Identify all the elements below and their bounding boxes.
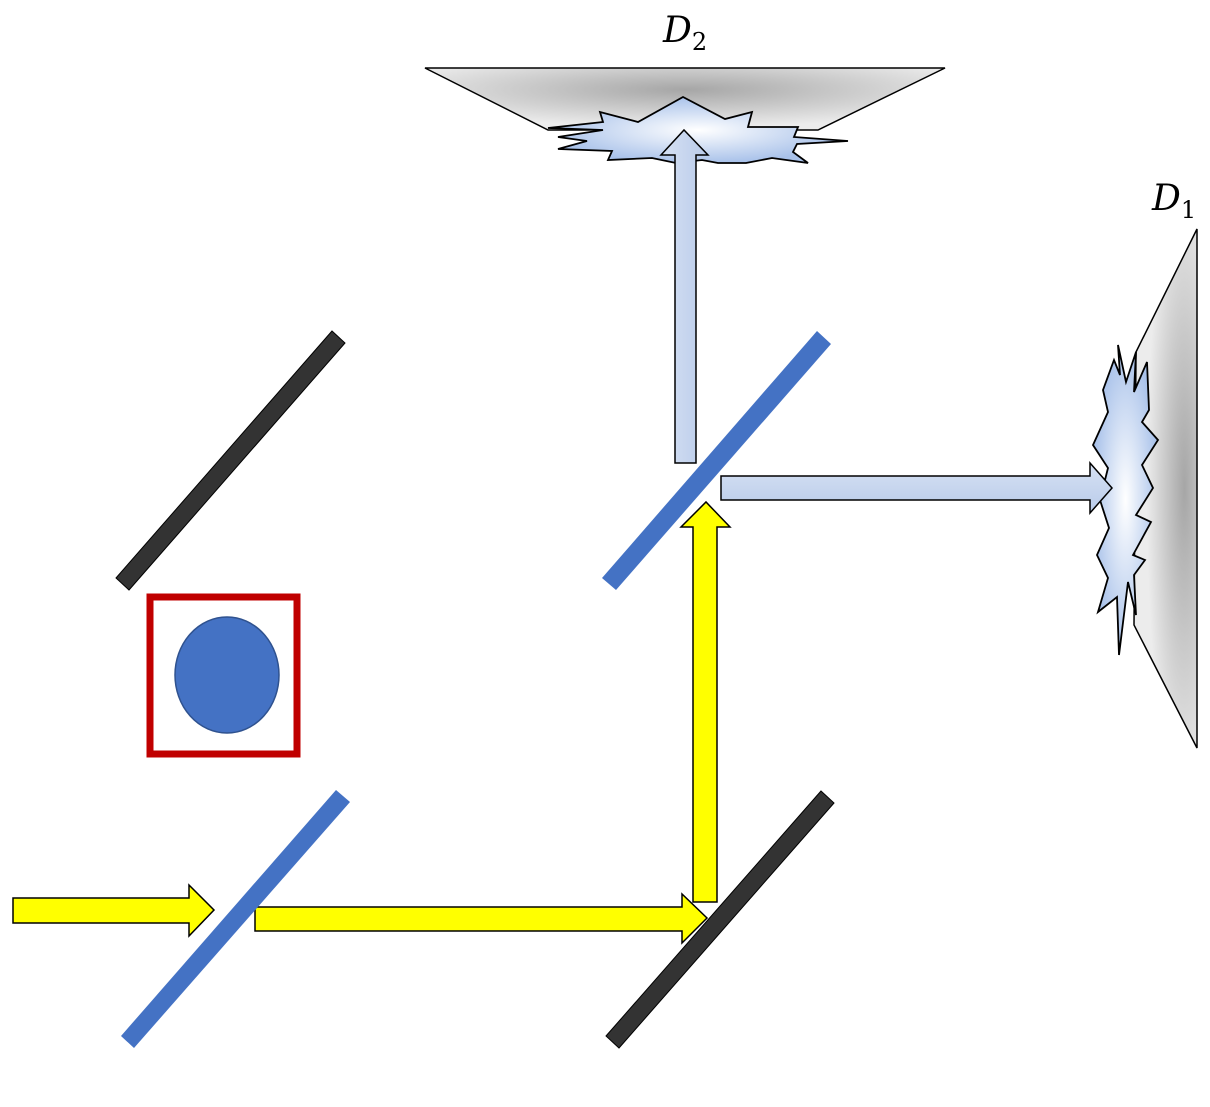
output-beam-to-d2 [659,128,710,464]
object-disk [174,616,280,734]
mirror-top-left [115,330,346,591]
mirror-bottom-right [605,790,835,1049]
output-beam-to-d1 [720,461,1113,515]
detector-d1 [1091,228,1198,749]
test-object [146,593,301,758]
detector-d1-label: D1 [1151,178,1196,224]
beam-splitter-input [121,790,350,1048]
input-beam-arrow [12,883,216,938]
detector-d2 [424,67,946,164]
right-path-beam [679,500,732,903]
detector-d2-burst [547,95,849,164]
object-frame [146,593,301,758]
detector-d1-burst [1091,344,1160,656]
detector-d2-label: D2 [662,10,707,56]
lower-path-beam [254,892,709,945]
beam-splitter-output [602,331,831,590]
